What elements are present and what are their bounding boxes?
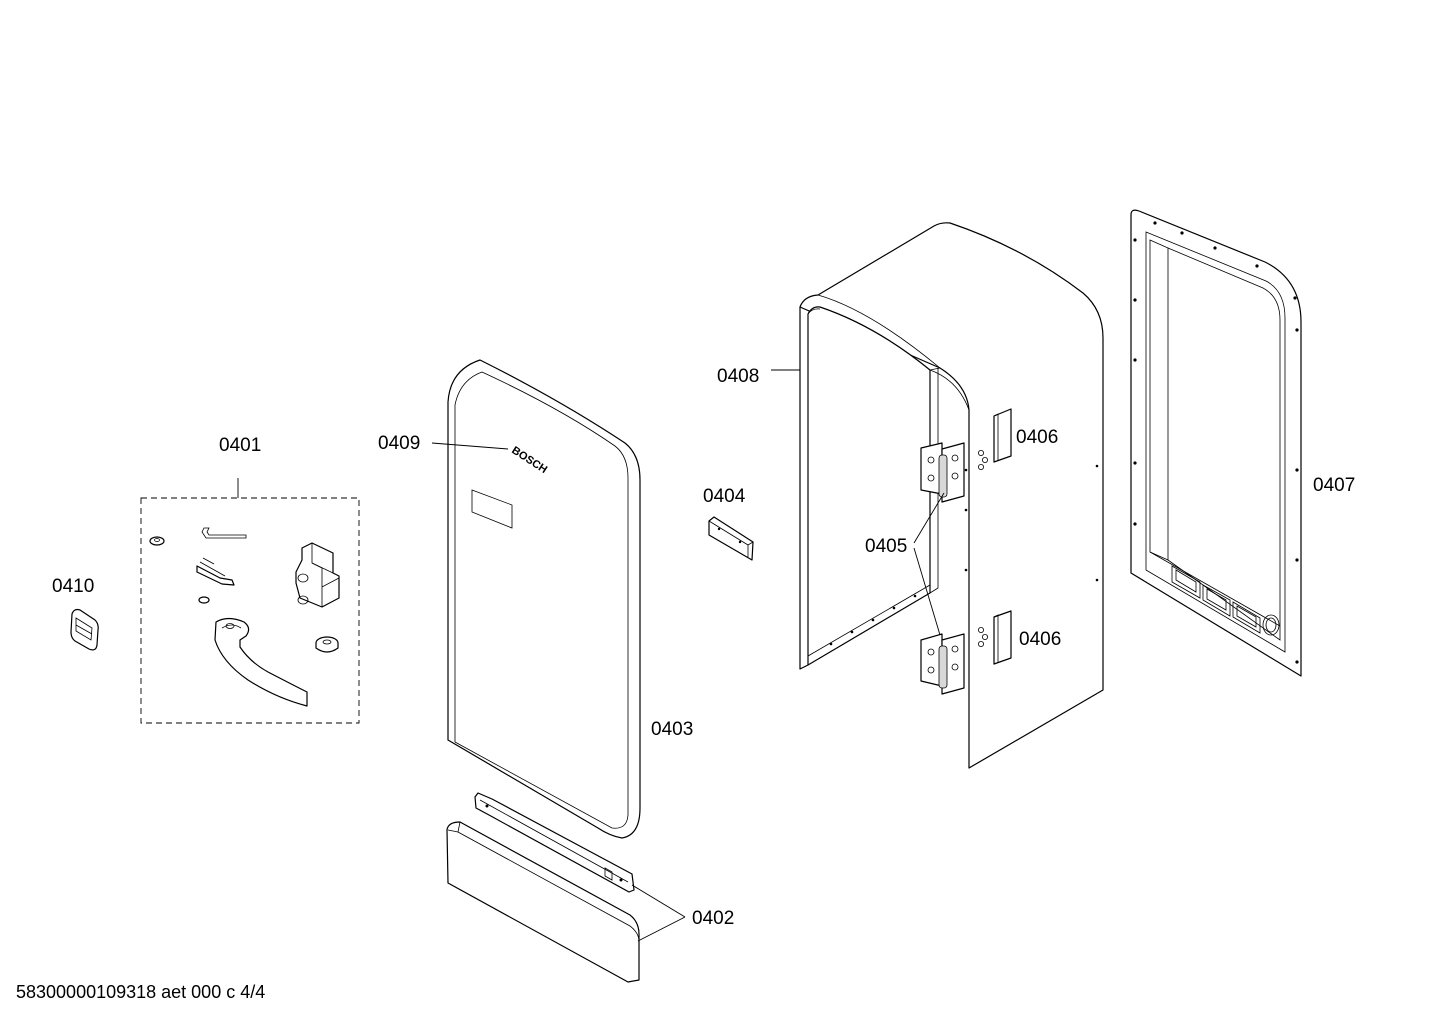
cabinet-shell-0408	[799, 222, 1104, 769]
plinth-cover-0402	[446, 821, 640, 983]
plate-0404	[708, 516, 754, 561]
label-0405: 0405	[865, 536, 907, 557]
plinth-bracket-0402	[474, 792, 635, 893]
label-0406-upper: 0406	[1016, 427, 1058, 448]
label-0408: 0408	[717, 366, 759, 387]
label-0404: 0404	[703, 486, 746, 507]
label-0402: 0402	[692, 908, 734, 929]
hinge-cover-lower-0406	[993, 610, 1012, 665]
label-0406-lower: 0406	[1019, 629, 1061, 650]
escutcheon-0410	[70, 608, 99, 651]
label-0401: 0401	[219, 435, 261, 456]
label-0403: 0403	[651, 719, 693, 740]
handle-kit-0401	[140, 497, 360, 724]
label-0407: 0407	[1313, 475, 1355, 496]
document-footer: 58300000109318 aet 000 c 4/4	[16, 982, 265, 1002]
label-0410: 0410	[52, 576, 94, 597]
leader-lines	[237, 369, 945, 942]
hinge-upper-0405	[920, 442, 989, 503]
hinge-lower-0405	[920, 627, 989, 695]
door-0403: BOSCH	[447, 359, 641, 839]
frame-panel-0407	[1130, 209, 1302, 677]
label-0409: 0409	[378, 433, 420, 454]
hinge-cover-upper-0406	[993, 408, 1012, 463]
